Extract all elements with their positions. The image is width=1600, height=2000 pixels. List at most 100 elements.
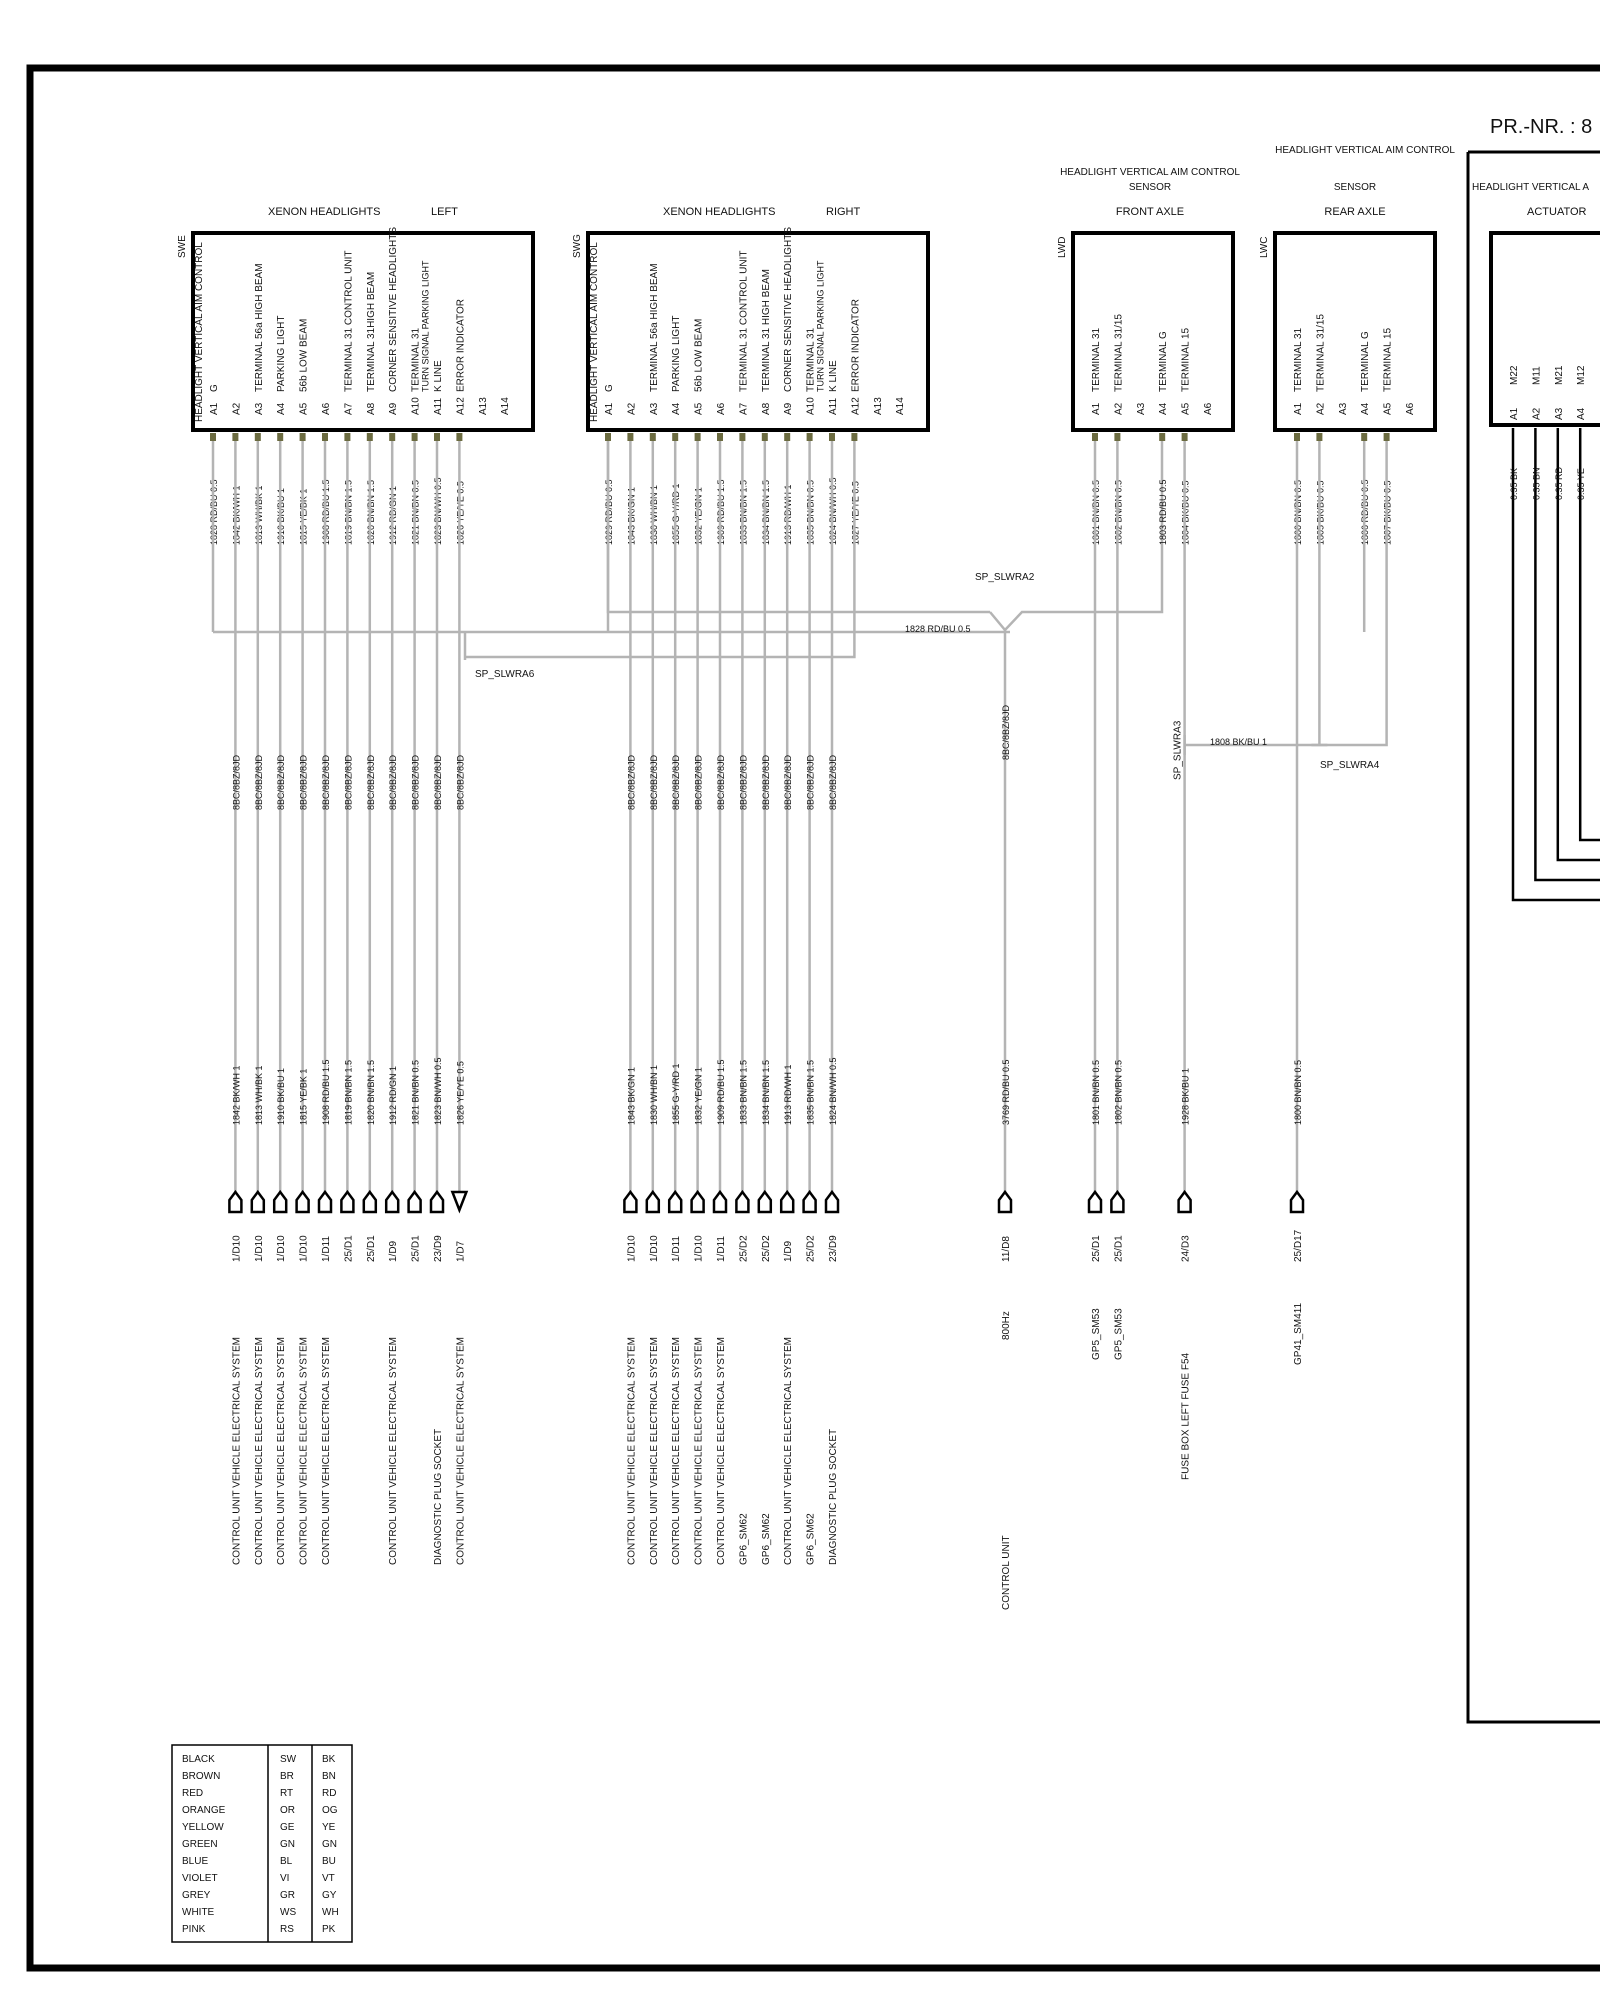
legend-code-de: GN <box>280 1839 295 1850</box>
pin-number: A2 <box>626 402 637 415</box>
pin-terminal <box>434 433 440 441</box>
pin-terminal <box>694 433 701 441</box>
legend-color-name: BLACK <box>182 1754 215 1765</box>
target-label: GP5_SM53 <box>1113 1308 1124 1360</box>
connector-end <box>757 1189 773 1214</box>
target-label: GP5_SM53 <box>1091 1308 1102 1360</box>
harness-code: 8BC/8BZ/8JD <box>738 754 748 810</box>
pin-number: A12 <box>850 397 861 415</box>
wire-label: 1834 BN/BN 1.5 <box>761 1060 771 1125</box>
pin-terminal <box>672 433 679 441</box>
sheet-frame <box>26 64 1600 1972</box>
legend-color-name: YELLOW <box>182 1822 224 1833</box>
pin-number: A5 <box>1181 402 1192 415</box>
connector-end <box>295 1189 310 1214</box>
page-ref: 25/D1 <box>1113 1235 1124 1262</box>
pin-terminal <box>299 433 306 441</box>
target-label: DIAGNOSTIC PLUG SOCKET <box>433 1429 444 1565</box>
pin-name: ERROR INDICATOR <box>850 299 861 392</box>
connector-end <box>250 1189 266 1214</box>
pin-name: M22 <box>1509 365 1520 385</box>
target-label: CONTROL UNIT VEHICLE ELECTRICAL SYSTEM <box>231 1337 242 1565</box>
pin-name: PARKING LIGHT <box>276 316 287 393</box>
legend-code-en: OG <box>322 1805 338 1816</box>
pr-number: PR.-NR. : 8 <box>1490 116 1592 138</box>
page-ref: 25/D2 <box>761 1235 772 1262</box>
page-ref: 24/D3 <box>1181 1235 1192 1262</box>
wire-label: 1928 BK/BU 1 <box>1181 1068 1191 1125</box>
wire-label: 1801 BN/BN 0.5 <box>1091 1060 1101 1125</box>
wire-label: 1843 BK/GN 1 <box>626 1067 636 1125</box>
wire-label: 0.35 BN <box>1531 467 1541 500</box>
splice-label: SP_SLWRA3 <box>1173 720 1184 780</box>
harness-code: 8BC/8BZ/8JD <box>828 754 838 810</box>
right-panel-frame <box>1466 152 1600 1724</box>
target-label: CONTROL UNIT VEHICLE ELECTRICAL SYSTEM <box>276 1337 287 1565</box>
pin-name: TERMINAL 31 HIGH BEAM <box>761 269 772 392</box>
wire-label: 0.35 YE <box>1576 468 1586 500</box>
connector-end <box>779 1189 795 1214</box>
pin-number: A6 <box>321 402 332 415</box>
wire-label: 1842 BK/WH 1 <box>231 1065 241 1125</box>
actuator-wire <box>1511 428 1600 902</box>
pin-terminal <box>1361 433 1368 441</box>
legend-code-en: GN <box>322 1839 337 1850</box>
pin-name: TERMINAL 56a HIGH BEAM <box>254 263 265 392</box>
pin-terminal <box>1294 433 1300 441</box>
harness-code: 8BC/8BZ/8JD <box>299 754 309 810</box>
wire-label: 1833 BN/BN 1.5 <box>738 1060 748 1125</box>
pin-terminal <box>232 433 239 441</box>
wire-label: 1912 RD/GN 1 <box>388 1066 398 1125</box>
legend-color-name: PINK <box>182 1924 206 1935</box>
pin-terminal <box>1383 433 1390 441</box>
pin-number: A3 <box>649 402 660 415</box>
connector-end <box>362 1189 378 1214</box>
target-label: 800Hz <box>1001 1311 1012 1340</box>
pin-name: PARKING LIGHT <box>671 316 682 393</box>
pin-number: A1 <box>209 402 220 415</box>
connector-end <box>384 1189 400 1214</box>
legend-code-de: BL <box>280 1856 293 1867</box>
connector-end <box>667 1189 683 1214</box>
pin-number: A11 <box>433 398 444 415</box>
target-label: CONTROL UNIT VEHICLE ELECTRICAL SYSTEM <box>783 1337 794 1565</box>
legend-code-en: RD <box>322 1788 336 1799</box>
actuator-title: ACTUATOR <box>1527 206 1587 218</box>
wire-label: 1913 RD/WH 1 <box>783 1064 793 1125</box>
pin-terminal <box>1316 433 1323 441</box>
pin-number: A10 <box>411 397 422 415</box>
connector-end <box>228 1189 243 1214</box>
pin-terminal <box>322 433 328 441</box>
page-ref: 25/D1 <box>366 1235 377 1262</box>
target-label: DIAGNOSTIC PLUG SOCKET <box>828 1429 839 1565</box>
legend-code-de: WS <box>280 1907 296 1918</box>
connector-end <box>317 1189 333 1214</box>
pin-terminal <box>389 433 396 441</box>
connector-end <box>735 1189 750 1214</box>
rear-bus <box>1184 441 1388 747</box>
connector-end <box>340 1189 355 1214</box>
pin-terminal <box>366 433 373 441</box>
wire-label: 1800 BN/BN 0.5 <box>1293 1060 1303 1125</box>
legend-color-name: VIOLET <box>182 1873 218 1884</box>
pin-name: TERMINAL 31HIGH BEAM <box>366 272 377 392</box>
wire-label: 1855 G-Y/RD 1 <box>671 1063 681 1125</box>
component-id: SWG <box>572 234 583 258</box>
target-label: CONTROL UNIT VEHICLE ELECTRICAL SYSTEM <box>626 1337 637 1565</box>
pin-number: A14 <box>500 397 511 415</box>
connector-end <box>429 1189 445 1214</box>
component-side: LEFT <box>431 206 458 218</box>
pin-number: A2 <box>1113 402 1124 415</box>
shield-label: SHIELD <box>1599 497 1600 530</box>
harness-code: 8BC/8BZ/8JD <box>254 754 264 810</box>
splice-label: SP_SLWRA6 <box>475 669 535 680</box>
connector-end <box>645 1189 661 1214</box>
bus-label: 1808 BK/BU 1 <box>1210 737 1267 747</box>
target-label: CONTROL UNIT <box>1001 1535 1012 1610</box>
target-label: CONTROL UNIT VEHICLE ELECTRICAL SYSTEM <box>254 1337 265 1565</box>
page-ref: 1/D11 <box>716 1236 727 1262</box>
pin-name: 56b LOW BEAM <box>694 319 705 392</box>
legend-code-en: BN <box>322 1771 336 1782</box>
target-label: GP6_SM62 <box>761 1513 772 1565</box>
pin-name: 56b LOW BEAM <box>299 319 310 392</box>
